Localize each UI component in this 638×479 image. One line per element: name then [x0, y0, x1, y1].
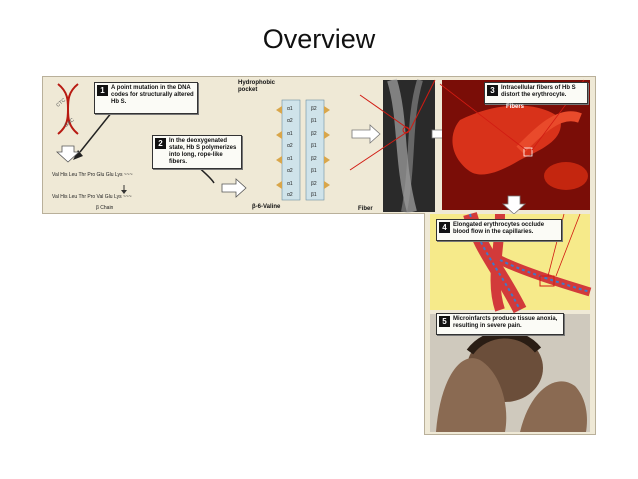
subunit-label: β2 — [311, 181, 317, 187]
subunit-label: α1 — [287, 131, 293, 137]
step-4-text: Elongated erythrocytes occlude blood flo… — [453, 222, 545, 235]
subunit-label: α1 — [287, 181, 293, 187]
dna-helix — [57, 83, 79, 135]
step-4-number: 4 — [439, 222, 450, 233]
subunit-label: β2 — [311, 156, 317, 162]
chain-label: β Chain — [96, 205, 114, 211]
step-5-callout: 5 Microinfarcts produce tissue anoxia, r… — [436, 313, 564, 335]
step-5-text: Microinfarcts produce tissue anoxia, res… — [453, 316, 558, 329]
step-3-callout: 3 Intracellular fibers of Hb S distort t… — [484, 82, 588, 104]
fibers-label: Fibers — [506, 104, 525, 110]
subunit-label: β2 — [311, 131, 317, 137]
step-5-number: 5 — [439, 316, 450, 327]
step-1-text: A point mutation in the DNA codes for st… — [111, 85, 194, 105]
step-2-callout: 2 In the deoxygenated state, Hb S polyme… — [152, 135, 242, 169]
subunit-label: α2 — [287, 118, 293, 124]
step-2-text: In the deoxygenated state, Hb S polymeri… — [169, 138, 237, 165]
sequence-normal: Val His Leu Thr Pro Glu Glu Lys ~~~ — [52, 172, 133, 178]
subunit-label: α2 — [287, 143, 293, 149]
subunit-label: β1 — [311, 143, 317, 149]
subunit-label: β1 — [311, 192, 317, 198]
subunit-label: β2 — [311, 106, 317, 112]
step-2-number: 2 — [155, 138, 166, 149]
step-3-number: 3 — [487, 85, 498, 96]
hydrophobic-pocket-label: Hydrophobic pocket — [238, 80, 275, 93]
step-1-number: 1 — [97, 85, 108, 96]
slide-title: Overview — [262, 24, 376, 54]
subunit-label: α1 — [287, 106, 293, 112]
hemoglobin-polymer — [276, 99, 330, 201]
subunit-label: α1 — [287, 156, 293, 162]
subunit-label: α2 — [287, 168, 293, 174]
step-3-text: Intracellular fibers of Hb S distort the… — [501, 85, 576, 98]
fiber-label: Fiber — [358, 206, 373, 212]
subunit-label: α2 — [287, 192, 293, 198]
valine-label: β-6-Valine — [252, 204, 281, 210]
sequence-mutant: Val His Leu Thr Pro Val Glu Lys ~~~ — [52, 194, 132, 200]
step-4-callout: 4 Elongated erythrocytes occlude blood f… — [436, 219, 562, 241]
subunit-label: β1 — [311, 118, 317, 124]
subunit-label: β1 — [311, 168, 317, 174]
step-1-callout: 1 A point mutation in the DNA codes for … — [94, 82, 198, 114]
